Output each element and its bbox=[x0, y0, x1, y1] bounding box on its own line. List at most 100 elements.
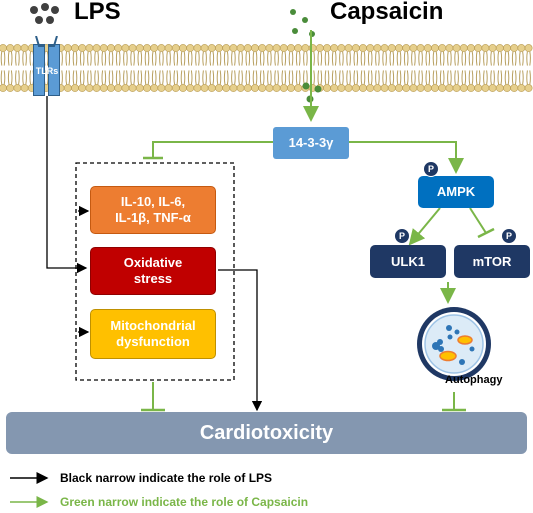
lipid-tail bbox=[75, 51, 78, 66]
lipid-tail bbox=[111, 70, 114, 85]
mtor-phospho-badge: P bbox=[501, 228, 517, 244]
lipid-tail bbox=[356, 51, 359, 66]
lipid-tail bbox=[493, 51, 495, 66]
lipid-tail bbox=[82, 51, 85, 66]
oxidative-to-cardio-arrow bbox=[218, 269, 263, 412]
lipid-head bbox=[524, 84, 533, 92]
lipid-tail bbox=[255, 70, 258, 85]
lipid-tail bbox=[22, 51, 24, 66]
lipid-tail bbox=[497, 51, 500, 66]
lipid-tail bbox=[169, 51, 171, 66]
lipid-tail bbox=[90, 70, 92, 85]
lipid-tail bbox=[475, 70, 478, 85]
lipid-tail bbox=[267, 70, 269, 85]
lipid-tail bbox=[464, 51, 467, 66]
lipid-tail bbox=[154, 70, 157, 85]
lipid-tail bbox=[396, 51, 399, 66]
autophagy-label: Autophagy bbox=[445, 374, 503, 386]
lipid-tail bbox=[90, 51, 92, 66]
lipid-tail bbox=[403, 51, 406, 66]
lipid-tail bbox=[209, 70, 212, 85]
lipid-tail bbox=[411, 51, 413, 66]
lipid-tail bbox=[198, 51, 200, 66]
ampk-inhibit-mtor-line bbox=[469, 207, 487, 234]
lipid-tail bbox=[461, 51, 464, 66]
lipid-tail bbox=[471, 51, 474, 66]
lipid-tail bbox=[277, 51, 279, 66]
lipid-tail bbox=[205, 70, 207, 85]
lipid-tail bbox=[267, 51, 269, 66]
lipid-tail bbox=[234, 70, 236, 85]
lipid-tail bbox=[274, 70, 276, 85]
lipid-tail bbox=[25, 70, 27, 85]
lipid-tail bbox=[10, 70, 13, 85]
lipid-tail bbox=[147, 51, 150, 66]
lipid-tail bbox=[320, 70, 323, 85]
lipid-tail bbox=[270, 51, 272, 66]
lipid-tail bbox=[22, 70, 24, 85]
lipid-tail bbox=[327, 51, 330, 66]
lipid-tail bbox=[468, 70, 471, 85]
lipid-tail bbox=[248, 70, 251, 85]
lipid-tail bbox=[270, 70, 272, 85]
lipid-tail bbox=[252, 70, 255, 85]
lps-label: LPS bbox=[74, 0, 121, 25]
lipid-tail bbox=[367, 51, 370, 66]
lipid-tail bbox=[353, 70, 356, 85]
lipid-tail bbox=[72, 51, 75, 66]
lipid-tail bbox=[522, 70, 524, 85]
lipid-tail bbox=[223, 70, 226, 85]
lipid-tail bbox=[504, 51, 507, 66]
lipid-tail bbox=[226, 51, 229, 66]
1433-to-ampk-arrow bbox=[349, 141, 464, 174]
lipid-tail bbox=[183, 51, 186, 66]
lipid-tail bbox=[101, 70, 104, 85]
lipid-tail bbox=[418, 51, 420, 66]
lipid-tail bbox=[29, 70, 32, 85]
lipid-tail bbox=[399, 51, 402, 66]
lipid-tail bbox=[447, 70, 449, 85]
lipid-tail bbox=[281, 51, 284, 66]
lipid-tail bbox=[281, 70, 284, 85]
lipid-tail bbox=[195, 51, 197, 66]
lipid-tail bbox=[162, 51, 164, 66]
mito-line1: Mitochondrial bbox=[110, 318, 196, 333]
lipid-tail bbox=[392, 70, 395, 85]
lipid-tail bbox=[205, 51, 207, 66]
lipid-tail bbox=[298, 51, 301, 66]
lipid-tail bbox=[137, 51, 140, 66]
lipid-tail bbox=[349, 70, 351, 85]
lipid-tail bbox=[241, 70, 243, 85]
lipid-tail bbox=[7, 70, 10, 85]
lipid-tail bbox=[324, 70, 327, 85]
lipid-tail bbox=[291, 70, 294, 85]
mtor-box: mTOR bbox=[454, 245, 530, 278]
lipid-tail bbox=[519, 70, 521, 85]
legend-black-text: Black narrow indicate the role of LPS bbox=[60, 471, 273, 485]
lipid-tail bbox=[500, 70, 503, 85]
lipid-tail bbox=[183, 70, 186, 85]
lipid-tail bbox=[79, 51, 82, 66]
lipid-tail bbox=[180, 51, 183, 66]
lipid-tail bbox=[130, 51, 132, 66]
lipid-tail bbox=[133, 70, 135, 85]
lipid-tail bbox=[389, 51, 392, 66]
lipid-tail bbox=[18, 51, 20, 66]
lipid-tail bbox=[288, 51, 291, 66]
lipid-tail bbox=[147, 70, 150, 85]
lipid-tail bbox=[493, 70, 495, 85]
lipid-tail bbox=[123, 51, 125, 66]
lipid-tail bbox=[447, 51, 449, 66]
lipid-tail bbox=[378, 51, 380, 66]
lipid-tail bbox=[162, 70, 164, 85]
lipid-tail bbox=[190, 51, 193, 66]
lipid-tail bbox=[0, 51, 3, 66]
lipid-tail bbox=[331, 51, 334, 66]
lipid-tail bbox=[511, 70, 514, 85]
lipid-tail bbox=[406, 70, 409, 85]
lipid-tail bbox=[526, 70, 528, 85]
lipid-tail bbox=[382, 51, 384, 66]
lps-effects-dashed-box bbox=[75, 162, 235, 381]
lipid-tail bbox=[389, 70, 392, 85]
